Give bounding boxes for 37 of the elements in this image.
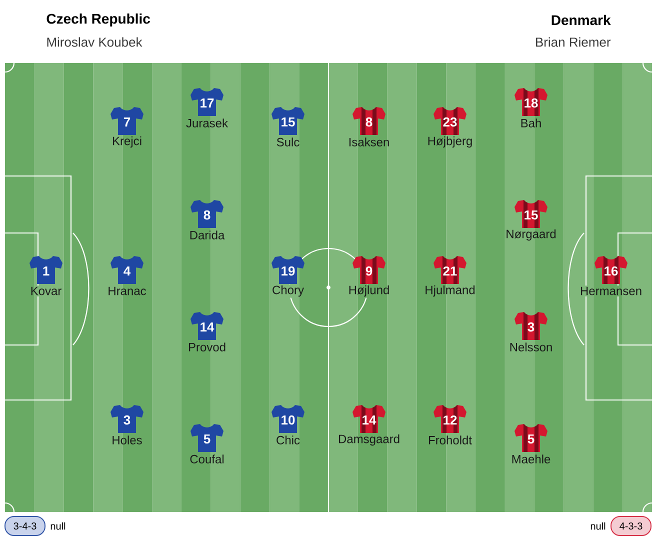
player-jersey: 1: [30, 256, 62, 284]
player-name: Isaksen: [349, 138, 389, 146]
player-jersey: 19: [272, 256, 304, 284]
placeholder-text: null: [590, 522, 606, 530]
player-name: Hermansen: [580, 286, 642, 296]
player-name: Kovar: [31, 286, 62, 296]
coach-name: Miroslav Koubek: [47, 37, 142, 47]
placeholder-text: null: [50, 522, 66, 530]
player-name: Chory: [272, 285, 304, 297]
player-name: Provod: [188, 342, 226, 352]
player-name: Nørgaard: [506, 229, 556, 241]
player-name: Hranac: [108, 286, 146, 296]
coach-name: Brian Riemer: [536, 37, 611, 47]
player-name: Holes: [112, 436, 142, 444]
player-jersey: 9: [352, 256, 386, 284]
player-name: Sulc: [276, 138, 300, 146]
player-name: Froholdt: [428, 436, 472, 444]
team-name: Czech Republic: [46, 13, 150, 27]
player-name: Coufal: [190, 454, 224, 464]
player-jersey: 10: [272, 405, 304, 433]
player-jersey: 14: [352, 405, 386, 433]
player-name: Damsgaard: [338, 434, 400, 446]
player-name: Højbjerg: [428, 136, 472, 148]
team-name: Denmark: [552, 14, 611, 26]
player-name: Højlund: [349, 285, 389, 297]
player-name: Maehle: [512, 454, 550, 464]
player-name: Hjulmand: [426, 285, 475, 297]
player-jersey: 8: [352, 107, 386, 135]
player-jersey: 15: [272, 107, 304, 135]
player-name: Chic: [276, 436, 300, 444]
formation-badge: 4-3-3: [610, 516, 652, 536]
player-name: Krejci: [113, 136, 142, 148]
player-name: Bah: [521, 118, 541, 128]
player-name: Darida: [190, 230, 225, 240]
player-name: Jurasek: [186, 118, 228, 128]
formation-badge: 3-4-3: [4, 516, 46, 536]
player-name: Nelsson: [510, 342, 552, 352]
